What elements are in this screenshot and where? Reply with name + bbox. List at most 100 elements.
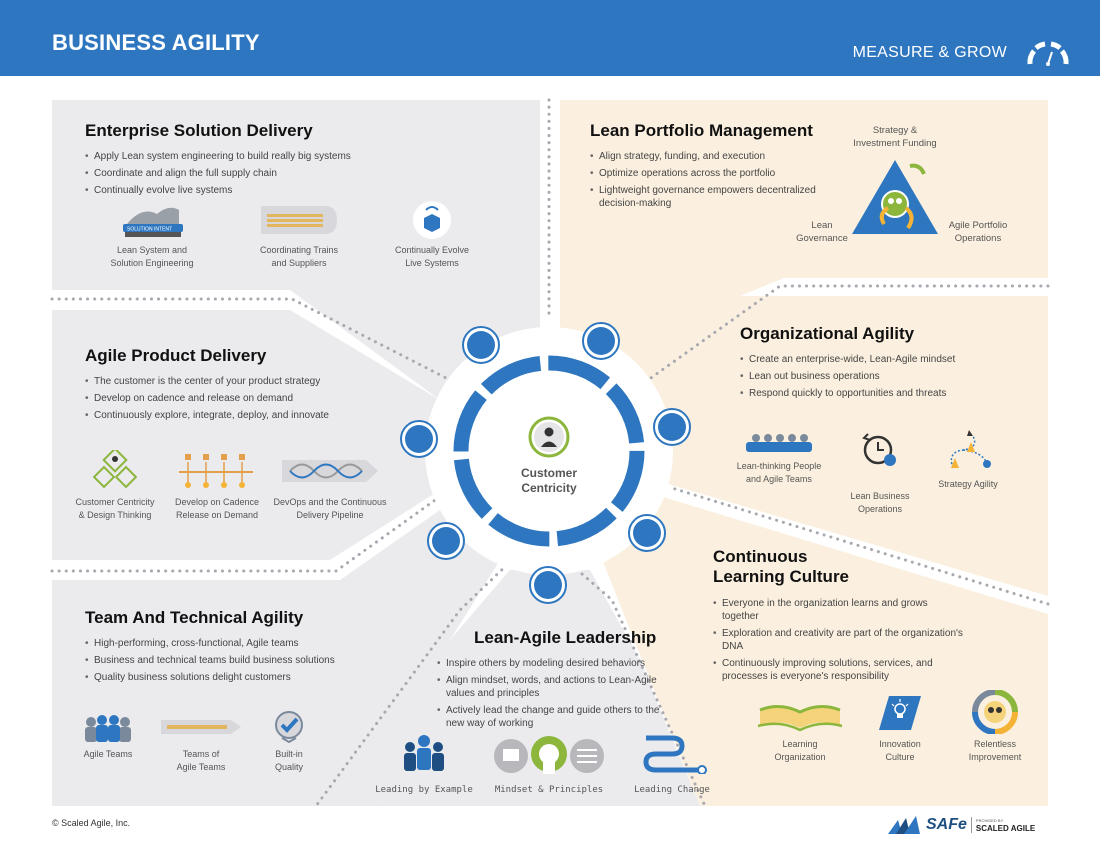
logo-provided-by: PROVIDED BY bbox=[975, 818, 1004, 823]
oa-bullet: Lean out business operations bbox=[740, 370, 1030, 383]
pipeline-icon bbox=[282, 460, 378, 482]
caption-line: Relentless bbox=[973, 739, 1017, 749]
lal-bullet: Actively lead the change and guide other… bbox=[437, 704, 677, 730]
safe-logo-text: SAFe bbox=[926, 816, 967, 833]
apd-panel: Agile Product Delivery The customer is t… bbox=[85, 346, 385, 426]
caption-line: & Design Thinking bbox=[78, 510, 152, 520]
safe-logo-provider: PROVIDED BY SCALED AGILE bbox=[976, 817, 1035, 833]
caption-line: Delivery Pipeline bbox=[296, 510, 364, 520]
caption-line: Agile Teams bbox=[83, 749, 133, 759]
teams-of-teams-icon bbox=[161, 720, 241, 734]
caption-line: Organization bbox=[774, 752, 826, 762]
oa-icon-item: Strategy Agility bbox=[926, 428, 1010, 516]
lpm-bullet: Optimize operations across the portfolio bbox=[590, 167, 820, 180]
tta-icon-item: Agile Teams bbox=[70, 710, 146, 774]
lal-panel: Lean-Agile Leadership Inspire others by … bbox=[437, 628, 677, 734]
measure-grow-label: MEASURE & GROW bbox=[852, 44, 1007, 61]
gauge-icon bbox=[1027, 41, 1069, 66]
trains-icon bbox=[261, 206, 337, 234]
caption-line: Operations bbox=[857, 504, 902, 514]
clc-bullet: Exploration and creativity are part of t… bbox=[713, 627, 963, 653]
apd-icons: Customer Centricity& Design Thinking Dev… bbox=[72, 450, 392, 522]
caption-line: Innovation bbox=[879, 739, 921, 749]
tta-bullets: High-performing, cross-functional, Agile… bbox=[85, 637, 385, 684]
live-systems-icon bbox=[413, 201, 451, 239]
oa-node-icon bbox=[653, 408, 691, 446]
caption-line: Lean Business bbox=[850, 491, 910, 501]
tta-bullet: High-performing, cross-functional, Agile… bbox=[85, 637, 385, 650]
caption-line: Release on Demand bbox=[175, 510, 259, 520]
lpm-title: Lean Portfolio Management bbox=[590, 121, 813, 140]
lal-icon-item: Leading by Example bbox=[372, 734, 476, 797]
lal-title: Lean-Agile Leadership bbox=[474, 628, 657, 647]
caption-line: Built-in bbox=[275, 749, 303, 759]
caption-line: Lean System and bbox=[116, 245, 188, 255]
oa-icon-caption: Strategy Agility bbox=[938, 478, 998, 491]
leading-by-example-icon bbox=[404, 735, 444, 771]
design-thinking-icon bbox=[93, 450, 137, 489]
agile-teams-icon bbox=[85, 715, 131, 742]
esd-bullet: Apply Lean system engineering to build r… bbox=[85, 150, 505, 163]
label-line: Governance bbox=[796, 233, 848, 244]
copyright-text: © Scaled Agile, Inc. bbox=[52, 818, 131, 828]
caption-line: Teams of bbox=[182, 749, 220, 759]
center-label-line1: Customer bbox=[520, 466, 577, 480]
lean-people-icon bbox=[746, 434, 812, 452]
lal-icon-caption: Leading by Example bbox=[375, 784, 473, 797]
lpm-panel: Lean Portfolio Management Align strategy… bbox=[590, 121, 820, 214]
caption-line: Culture bbox=[885, 752, 915, 762]
lal-icon-caption: Mindset & Principles bbox=[495, 784, 603, 797]
caption-line: Develop on Cadence bbox=[174, 497, 260, 507]
clc-bullet: Everyone in the organization learns and … bbox=[713, 597, 963, 623]
strategy-agility-icon bbox=[950, 430, 991, 469]
apd-bullet: The customer is the center of your produ… bbox=[85, 375, 385, 388]
logo-company: SCALED AGILE bbox=[975, 824, 1036, 833]
label-line: Investment Funding bbox=[853, 138, 937, 149]
tta-bullet: Quality business solutions delight custo… bbox=[85, 671, 385, 684]
esd-title: Enterprise Solution Delivery bbox=[85, 121, 313, 140]
center-label-line2: Centricity bbox=[521, 481, 577, 495]
esd-bullet: Coordinate and align the full supply cha… bbox=[85, 167, 505, 180]
tta-icon-caption: Agile Teams bbox=[84, 748, 133, 761]
esd-bullets: Apply Lean system engineering to build r… bbox=[85, 150, 505, 197]
apd-panel-bg bbox=[52, 310, 440, 560]
lal-icon-item: Mindset & Principles bbox=[490, 734, 608, 797]
lpm-node-icon bbox=[582, 322, 620, 360]
lal-node-icon bbox=[529, 566, 567, 604]
esd-panel: Enterprise Solution Delivery Apply Lean … bbox=[85, 121, 505, 201]
header-bar: BUSINESS AGILITY MEASURE & GROW bbox=[0, 0, 1100, 76]
clc-title-line: Continuous bbox=[713, 547, 808, 566]
esd-bullet: Continually evolve live systems bbox=[85, 184, 505, 197]
oa-bullet: Create an enterprise-wide, Lean-Agile mi… bbox=[740, 353, 1030, 366]
tta-bullet: Business and technical teams build busin… bbox=[85, 654, 385, 667]
built-in-quality-icon bbox=[275, 711, 303, 744]
oa-bullets: Create an enterprise-wide, Lean-Agile mi… bbox=[740, 353, 1030, 400]
customer-centricity-label: Customer Centricity bbox=[500, 466, 598, 496]
lpm-top-label: Strategy &Investment Funding bbox=[830, 124, 960, 150]
lal-icons: Leading by Example Mindset & Principles … bbox=[372, 734, 720, 797]
lal-bullet: Inspire others by modeling desired behav… bbox=[437, 657, 677, 670]
portfolio-triangle-icon bbox=[852, 160, 938, 234]
center-ring bbox=[453, 355, 645, 547]
tta-title: Team And Technical Agility bbox=[85, 608, 304, 627]
caption-line: Mindset & Principles bbox=[494, 785, 604, 795]
oa-panel: Organizational Agility Create an enterpr… bbox=[740, 324, 1030, 404]
caption-line: Coordinating Trains bbox=[259, 245, 339, 255]
apd-bullet: Continuously explore, integrate, deploy,… bbox=[85, 409, 385, 422]
lal-bullet: Align mindset, words, and actions to Lea… bbox=[437, 674, 677, 700]
